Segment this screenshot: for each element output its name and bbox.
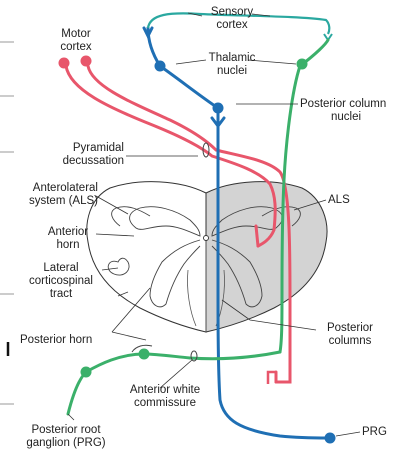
posterior-horn-neuron <box>139 349 150 360</box>
pyramidal-decussation-line1: Pyramidal <box>46 142 124 155</box>
pyramidal-decussation-line2: decussation <box>46 155 124 168</box>
label-lateral-corticospinal-tract: Lateral corticospinal tract <box>18 262 104 301</box>
sensory-cortex-line1: Sensory <box>200 6 264 19</box>
motor-anterior-horn-branch <box>256 226 258 246</box>
motor-cortex-line1: Motor <box>46 28 106 41</box>
posterior-column-nuclei-line1: Posterior column <box>300 98 392 111</box>
posterior-root-ganglion-line2: ganglion (PRG) <box>18 437 114 450</box>
label-thalamic-nuclei: Thalamic nuclei <box>204 52 260 78</box>
prg-neuron-green <box>81 367 92 378</box>
motor-cortex-neuron-left <box>59 58 70 69</box>
lateral-corticospinal-line2: corticospinal <box>18 275 104 288</box>
label-motor-cortex: Motor cortex <box>46 28 106 54</box>
label-posterior-horn: Posterior horn <box>20 334 92 347</box>
posterior-column-nuclei-line2: nuclei <box>300 111 392 124</box>
label-als: ALS <box>328 194 350 207</box>
label-pyramidal-decussation: Pyramidal decussation <box>46 142 124 168</box>
thalamic-neuron <box>155 61 166 72</box>
anterior-white-commissure-line2: commissure <box>122 397 208 410</box>
anterior-white-commissure-line1: Anterior white <box>122 384 208 397</box>
anterolateral-line2: system (ALS) <box>14 195 98 208</box>
label-posterior-column-nuclei: Posterior column nuclei <box>300 98 392 124</box>
posterior-columns-line2: columns <box>318 335 382 348</box>
label-posterior-root-ganglion: Posterior root ganglion (PRG) <box>18 424 114 450</box>
als-thalamic-neuron <box>297 59 308 70</box>
motor-cortex-neuron-right <box>81 56 92 67</box>
label-anterolateral-system: Anterolateral system (ALS) <box>14 182 98 208</box>
thalamic-nuclei-line1: Thalamic <box>204 52 260 65</box>
als-crossing-fiber <box>144 352 280 359</box>
lateral-corticospinal-line3: tract <box>18 288 104 301</box>
lateral-corticospinal-line1: Lateral <box>18 262 104 275</box>
thalamic-nuclei-line2: nuclei <box>204 65 260 78</box>
label-anterior-white-commissure: Anterior white commissure <box>122 384 208 410</box>
anterior-horn-line2: horn <box>40 239 96 252</box>
anterolateral-line1: Anterolateral <box>14 182 98 195</box>
prg-neuron-blue <box>325 433 336 444</box>
cord-right-half <box>206 182 327 332</box>
posterior-root-ganglion-line1: Posterior root <box>18 424 114 437</box>
motor-cortex-line2: cortex <box>46 41 106 54</box>
cord-left-half <box>87 182 206 332</box>
anterior-horn-line1: Anterior <box>40 226 96 239</box>
posterior-columns-line1: Posterior <box>318 322 382 335</box>
sensory-cortex-line2: cortex <box>200 19 264 32</box>
label-posterior-columns: Posterior columns <box>318 322 382 348</box>
central-canal <box>204 236 209 241</box>
posterior-column-nucleus-neuron <box>213 103 224 114</box>
label-prg: PRG <box>362 426 387 439</box>
label-sensory-cortex: Sensory cortex <box>200 6 264 32</box>
margin-ticks <box>0 42 14 404</box>
label-anterior-horn: Anterior horn <box>40 226 96 252</box>
